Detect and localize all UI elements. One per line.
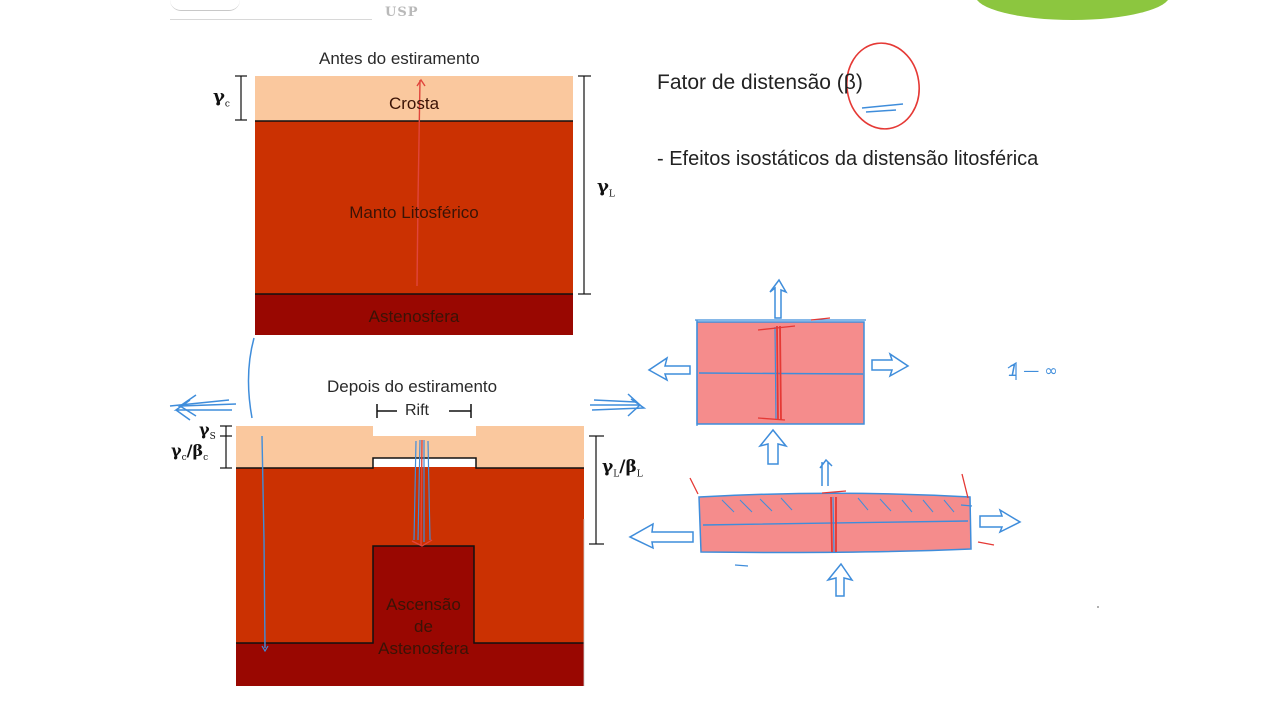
sketch2-arrow-right	[980, 510, 1020, 532]
sketch2-arrow-up	[820, 460, 832, 486]
asthenosphere-label: Astenosfera	[255, 307, 573, 327]
rift-label: Rift	[405, 402, 429, 420]
upwelling-label-line-2: de	[358, 616, 489, 638]
lithosphere-thickness-symbol: γL	[597, 176, 615, 200]
after-left-brackets	[220, 426, 232, 468]
crust-thickness-symbol: γc	[213, 86, 230, 110]
sketch1-arrow-down	[760, 430, 786, 464]
blue-pen-arrow-right	[590, 394, 644, 416]
blue-pen-arrow-left	[170, 395, 236, 420]
ratio-annotation: 1 — ∞	[1008, 361, 1058, 380]
upwelling-label-line-3: Astenosfera	[358, 638, 489, 660]
after-title: Depois do estiramento	[327, 377, 497, 397]
sketch2-arrow-down	[828, 564, 852, 596]
lithosphere-thickness-bracket	[578, 76, 591, 294]
sketch2-arrow-left	[630, 524, 693, 548]
sketch1-arrow-up	[770, 280, 786, 318]
red-pen-rift-line	[421, 440, 422, 545]
crust-ratio-symbol: γc/βc	[171, 441, 208, 463]
subsidence-symbol: γS	[199, 420, 216, 442]
connector-pen-stroke	[248, 338, 254, 418]
slide-title: Fator de distensão (β)	[657, 71, 863, 95]
crust-label: Crosta	[255, 94, 573, 114]
crust-thickness-bracket	[235, 76, 247, 120]
sketch1-arrow-right	[872, 354, 908, 376]
lithosphere-ratio-symbol: γL/βL	[602, 457, 643, 479]
mantle-label: Manto Litosférico	[255, 203, 573, 223]
before-title: Antes do estiramento	[319, 49, 480, 69]
sketch1-arrow-left	[649, 358, 690, 380]
upwelling-label: Ascensão de Astenosfera	[358, 594, 489, 660]
slide-bullet: - Efeitos isostáticos da distensão litos…	[657, 148, 1038, 171]
beta-underline	[862, 104, 903, 112]
after-lithosphere-bracket	[589, 436, 604, 544]
crust-layer-after	[236, 426, 584, 468]
upwelling-label-line-1: Ascensão	[358, 594, 489, 616]
